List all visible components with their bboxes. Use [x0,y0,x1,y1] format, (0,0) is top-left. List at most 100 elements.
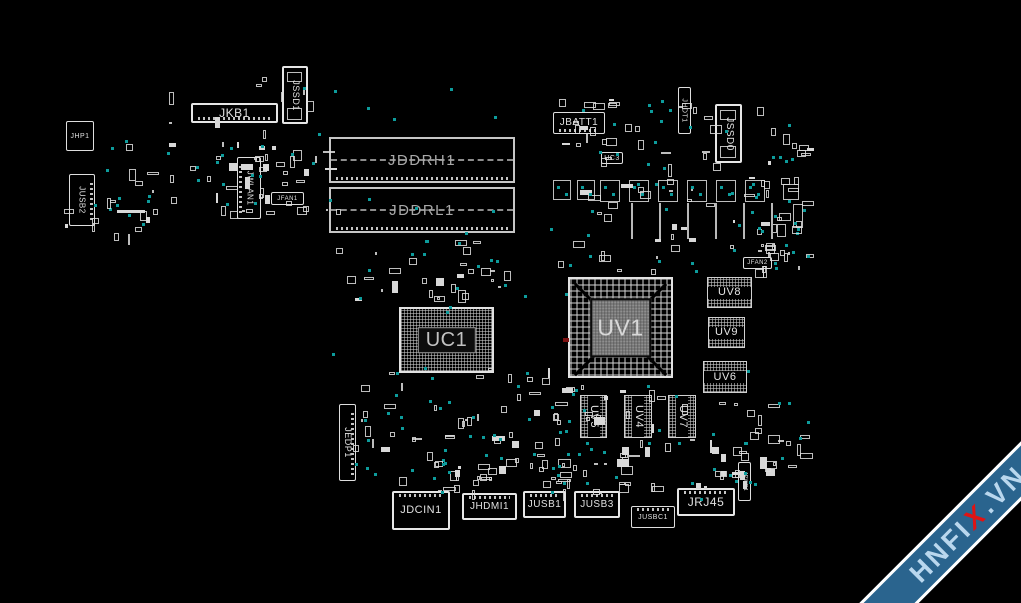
test-point [472,415,476,419]
smd-part [783,184,799,200]
smd-part [586,416,590,421]
smd-part [626,410,630,420]
component-uv5[interactable]: UV5 [580,395,607,438]
trace-bar [659,203,661,239]
smd-part [189,166,196,172]
component-uv7[interactable]: UV7 [668,395,696,438]
component-jhp1[interactable]: JHP1 [66,121,94,151]
smd-part [476,414,480,421]
test-point [491,210,495,214]
component-uv9[interactable]: UV9 [708,317,745,348]
component-jhdmi1[interactable]: JHDMI1 [462,493,517,520]
test-point [565,193,568,196]
test-point [689,125,693,129]
smd-part [581,385,584,390]
test-point [489,258,493,262]
test-point [363,419,367,423]
component-label: UV1 [597,314,644,340]
smd-part [220,205,226,217]
smd-part [793,204,803,228]
smd-part [802,200,814,207]
component-jdcin1[interactable]: JDCIN1 [392,491,450,530]
test-point [532,452,536,456]
smd-part [354,297,363,301]
component-uc1[interactable]: UC1 [399,307,494,373]
smd-part [499,466,506,474]
smd-part [365,425,371,437]
test-point [426,240,430,244]
component-uv8[interactable]: UV8 [707,277,752,308]
pin-row [336,227,508,230]
component-jkb1[interactable]: JKB1 [191,103,278,123]
component-jusb2[interactable]: JUSB2 [69,174,95,226]
test-point [392,117,396,121]
test-point [647,442,651,446]
component-jrj45[interactable]: JRJ45 [677,488,735,516]
smd-part [515,457,519,463]
smd-part [560,472,573,478]
smd-part [127,234,131,246]
test-point [449,88,453,92]
smd-part [758,249,763,253]
smd-part [293,150,302,161]
smd-part [583,101,596,109]
test-point [658,429,662,433]
test-point [447,471,451,475]
smd-part [286,201,292,207]
smd-part [361,419,364,423]
test-point [387,412,391,416]
smd-part [491,279,495,282]
component-jfan1[interactable]: JFAN1 [271,192,304,205]
test-point [441,491,445,495]
component-uv6[interactable]: UV6 [703,361,747,393]
smd-part [388,267,402,275]
component-jusb1[interactable]: JUSB1 [523,491,566,518]
smd-part [411,437,422,441]
test-point [589,254,593,258]
smd-part [462,247,471,255]
smd-part [720,454,726,463]
component-uv1[interactable]: UV1 [568,277,673,378]
component-jusb3[interactable]: JUSB3 [574,491,620,518]
test-point [141,223,145,227]
component-jedp1[interactable]: JEDP1 [339,404,356,481]
smd-part [295,179,306,183]
test-point [456,286,460,290]
test-point [749,186,752,189]
smd-part [739,450,747,455]
smd-part [550,477,557,481]
smd-part [558,478,572,482]
test-point [731,191,735,195]
smd-part [542,377,550,385]
smd-part [453,484,460,493]
test-point [612,193,615,196]
smd-part [599,491,602,494]
smd-part [720,472,725,481]
smd-part [206,175,212,183]
smd-part [732,219,736,224]
test-point [396,371,400,375]
smd-part [604,214,612,223]
test-point [111,147,115,151]
smd-part [706,203,716,208]
smd-part [516,393,522,402]
smd-part [692,106,698,115]
smd-part [561,388,574,394]
component-jusbc1[interactable]: JUSBC1 [631,506,675,528]
test-point [615,152,619,156]
component-jfan2[interactable]: JFAN2 [743,257,772,269]
test-point [221,182,225,186]
smd-part [433,462,439,469]
smd-part [797,444,802,456]
smd-part [601,158,608,168]
component-jddrh1[interactable]: JDDRH1 [329,137,515,183]
test-point [691,186,694,189]
component-jhdt1[interactable]: JHDT1 [678,87,691,134]
smd-part [638,140,644,151]
pin-row [239,163,242,213]
smd-part [476,475,480,481]
smd-part [389,431,396,438]
component-jddrl1[interactable]: JDDRL1 [329,187,515,233]
smd-part [399,476,408,486]
